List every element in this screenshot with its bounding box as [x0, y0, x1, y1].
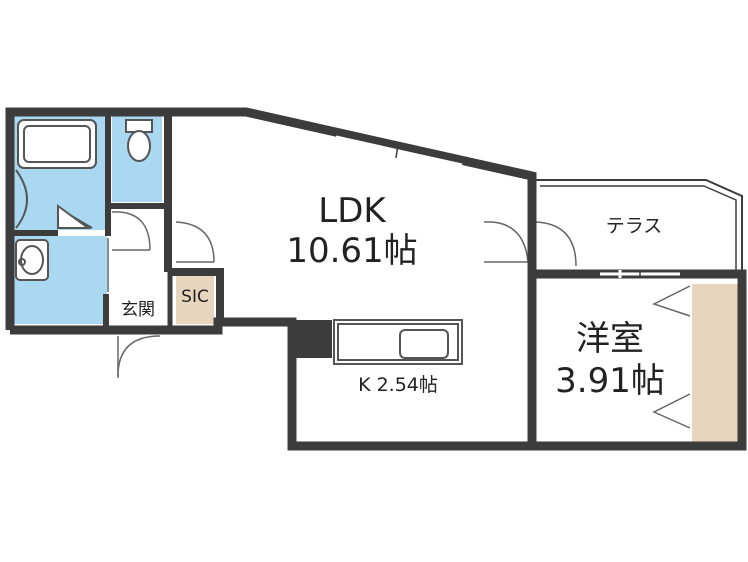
closet-floor [692, 284, 740, 442]
closet-door-top [652, 285, 691, 317]
terrace-door2-swing [535, 221, 577, 267]
sic-floor [176, 274, 214, 324]
ldk-door-swing [175, 221, 215, 263]
kitchen-pillar [292, 320, 332, 358]
drain-icon [18, 258, 26, 266]
sic-label: SIC [181, 287, 209, 307]
terrace-wall-inner2 [703, 185, 737, 270]
ldk-name: LDK [318, 191, 387, 231]
bath-door-swing [15, 169, 28, 229]
toilet-bowl [127, 130, 151, 162]
bathtub-inner [23, 125, 91, 163]
window-marks [395, 143, 680, 278]
ldk-window [335, 135, 463, 167]
kitchen-sink [399, 329, 449, 359]
ldk-size: 10.61帖 [286, 231, 417, 271]
terrace-wall [536, 179, 743, 270]
kitchen-label: K 2.54帖 [358, 374, 438, 396]
closet-door-bottom [652, 393, 691, 429]
bathtub [17, 119, 97, 169]
fixtures [15, 119, 463, 365]
windows [335, 135, 463, 167]
doors [107, 211, 691, 429]
entrance-label: 玄関 [121, 300, 155, 320]
kitchen-counter-inner [337, 323, 459, 361]
ldk-window-mullion [395, 143, 399, 159]
entrance-door-swing [117, 335, 161, 377]
terrace-label: テラス [606, 215, 663, 237]
toilet-door-swing [111, 211, 151, 251]
storage-areas [176, 274, 740, 442]
terrace-door-swing [483, 221, 529, 263]
room-labels: LDK 10.61帖 K 2.54帖 洋室 3.91帖 テラス 玄関 SIC [121, 191, 665, 401]
sic-wall [170, 268, 224, 326]
western-room-name: 洋室 [576, 319, 644, 359]
bath-door-leaf [57, 204, 92, 229]
western-room-size: 3.91帖 [555, 361, 665, 401]
